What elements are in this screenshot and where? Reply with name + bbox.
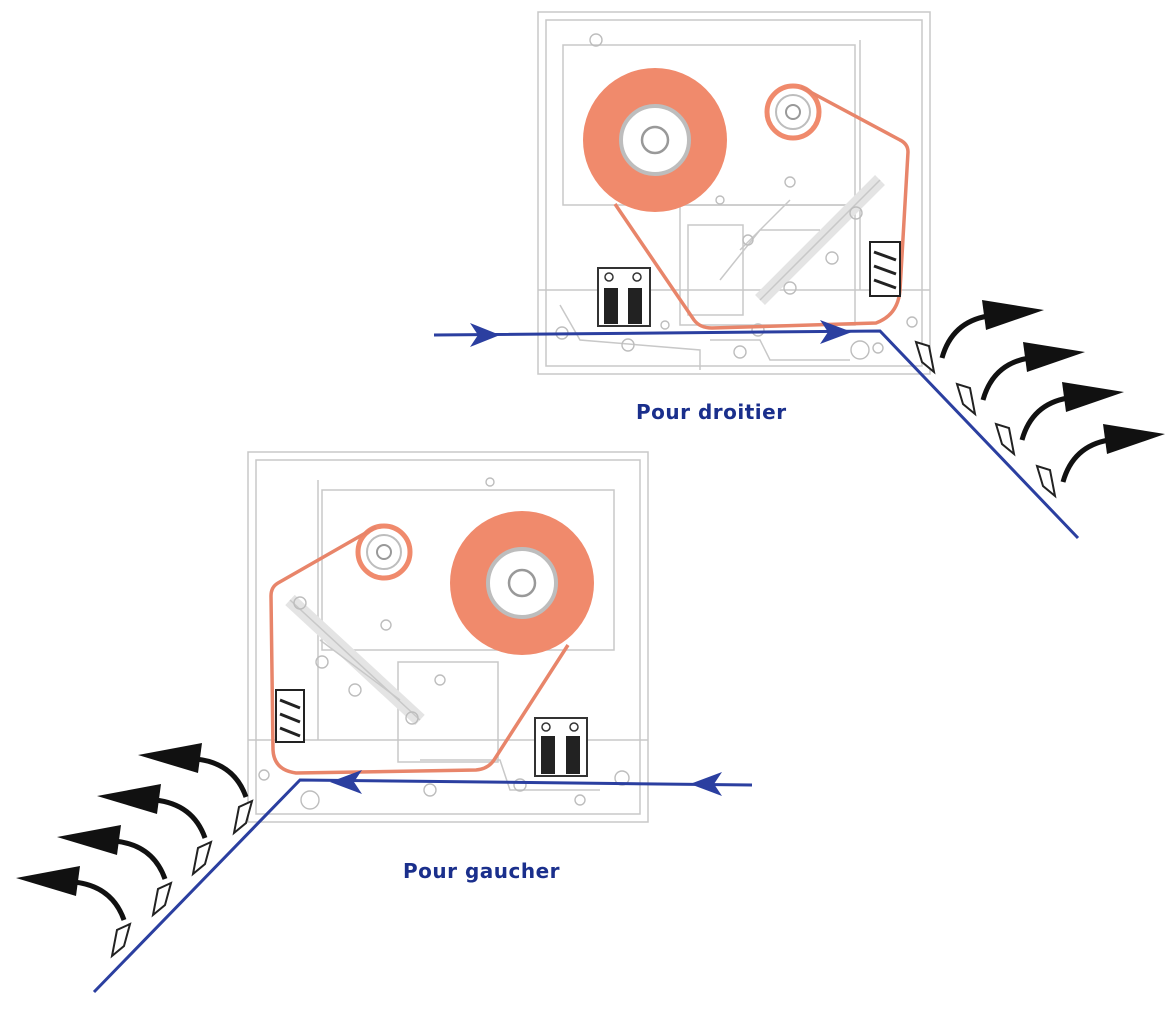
label-peel-arrow-icon — [1062, 382, 1124, 412]
media-direction-arrow-icon — [820, 320, 852, 344]
label-peel-arrow-icon — [73, 879, 127, 921]
label-peel-group — [914, 300, 1165, 499]
label-peel-arrow-icon — [154, 797, 208, 839]
peeled-label-icon — [151, 881, 173, 918]
ribbon-supply-roll-icon — [583, 68, 727, 212]
ribbon-path — [269, 525, 570, 775]
media-sensor-icon — [275, 689, 305, 743]
printer-frame — [537, 11, 931, 375]
label-peel-arrow-icon — [1023, 342, 1085, 372]
label-peel-arrow-icon — [114, 838, 168, 880]
ribbon-take-up-spindle-icon — [764, 83, 822, 141]
peeled-label-icon — [191, 840, 213, 877]
ribbon-path — [613, 85, 910, 330]
label-peel-arrow-icon — [16, 866, 80, 896]
printhead-assembly-icon — [597, 267, 651, 327]
media-path — [433, 329, 1080, 540]
ribbon-take-up-spindle-icon — [355, 523, 413, 581]
left-handed-printer: Pour gaucher — [16, 451, 753, 994]
label-peel-arrow-icon — [1019, 395, 1069, 441]
caption-right-handed: Pour droitier — [636, 400, 787, 424]
peeled-label-icon — [110, 922, 132, 959]
label-peel-arrow-icon — [138, 743, 202, 773]
label-peel-arrow-icon — [1103, 424, 1165, 454]
label-peel-arrow-icon — [97, 784, 161, 814]
label-peel-arrow-icon — [57, 825, 121, 855]
peeled-label-icon — [232, 799, 254, 836]
printhead-assembly-icon — [534, 717, 588, 777]
right-handed-printer: Pour droitier — [433, 11, 1165, 540]
label-peel-arrow-icon — [1060, 437, 1110, 483]
label-peel-arrow-icon — [939, 313, 989, 359]
frame-screws — [258, 477, 630, 810]
media-path — [92, 778, 753, 994]
printer-frame — [247, 451, 649, 823]
media-sensor-icon — [869, 241, 901, 297]
peeled-label-icon — [994, 422, 1016, 457]
ribbon-supply-roll-icon — [450, 511, 594, 655]
media-direction-arrow-icon — [470, 323, 500, 347]
caption-left-handed: Pour gaucher — [403, 859, 560, 883]
media-direction-arrow-icon — [690, 772, 722, 796]
label-peel-arrow-icon — [980, 355, 1030, 401]
label-peel-arrow-icon — [195, 756, 249, 798]
peeled-label-icon — [955, 382, 977, 417]
label-peel-group — [16, 743, 254, 959]
media-direction-arrow-icon — [330, 770, 362, 794]
label-peel-arrow-icon — [982, 300, 1044, 330]
frame-screws — [555, 33, 918, 360]
peeled-label-icon — [914, 340, 936, 375]
peeled-label-icon — [1035, 464, 1057, 499]
